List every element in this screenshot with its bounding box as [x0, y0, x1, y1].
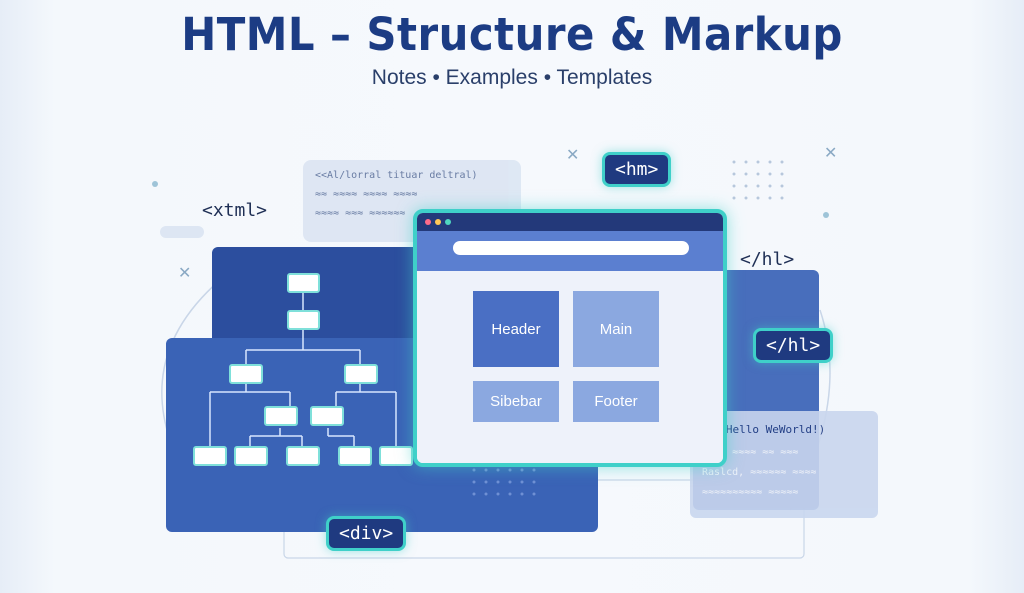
tree-node [193, 446, 227, 466]
code-line: <<Al/lorral tituar deltral) [315, 170, 478, 181]
decor-pill [160, 226, 204, 238]
browser-navbar [417, 231, 723, 271]
page-title: HTML – Structure & Markup [181, 8, 843, 61]
minimize-dot-icon [435, 219, 441, 225]
decor-dot [823, 212, 829, 218]
maximize-dot-icon [445, 219, 451, 225]
code-line: ≈≈≈≈ ≈≈≈≈ ≈≈ ≈≈≈ [702, 447, 799, 458]
tree-node [379, 446, 413, 466]
tree-node [338, 446, 372, 466]
code-line: ≈≈≈≈≈≈≈≈≈≈ ≈≈≈≈≈ [702, 487, 799, 498]
browser-window: Header Main Sibebar Footer [413, 209, 727, 467]
panel-dot-grid [472, 468, 536, 496]
decor-dot [152, 181, 158, 187]
tree-node [286, 446, 320, 466]
tree-node [234, 446, 268, 466]
tree-node [287, 273, 320, 293]
tree-node [310, 406, 344, 426]
dom-tree-connectors [209, 292, 397, 446]
code-line: ≈≈≈≈ ≈≈≈ ≈≈≈≈≈≈ [315, 208, 406, 219]
decor-cross-icon: ✕ [566, 145, 580, 164]
tag-hl-chip: </hl> [753, 328, 834, 363]
layout-block-sidebar: Sibebar [473, 381, 559, 422]
page-subtitle: Notes • Examples • Templates [371, 66, 653, 89]
decor-cross-icon: ✕ [824, 143, 838, 162]
layout-block-header: Header [473, 291, 559, 367]
code-line: Raslcd, ≈≈≈≈≈≈ ≈≈≈≈ [702, 467, 817, 478]
code-line: !! Hello WeWorld!) [706, 423, 826, 436]
tag-xtml: <xtml> [202, 200, 268, 221]
code-line: ≈≈ ≈≈≈≈ ≈≈≈≈ ≈≈≈≈ [315, 189, 418, 200]
browser-titlebar [417, 213, 723, 231]
tree-node [264, 406, 298, 426]
tag-hm-chip: <hm> [602, 152, 672, 187]
browser-content: Header Main Sibebar Footer [417, 271, 723, 463]
close-dot-icon [425, 219, 431, 225]
tree-node [229, 364, 263, 384]
tag-div-chip: <div> [326, 516, 407, 551]
tag-hl: </hl> [740, 249, 795, 270]
decor-dot-grid [732, 160, 784, 200]
layout-block-main: Main [573, 291, 659, 367]
tree-node [287, 310, 320, 330]
decor-cross-icon: ✕ [178, 263, 192, 282]
tree-node [344, 364, 378, 384]
layout-block-footer: Footer [573, 381, 659, 422]
address-bar [453, 241, 689, 255]
